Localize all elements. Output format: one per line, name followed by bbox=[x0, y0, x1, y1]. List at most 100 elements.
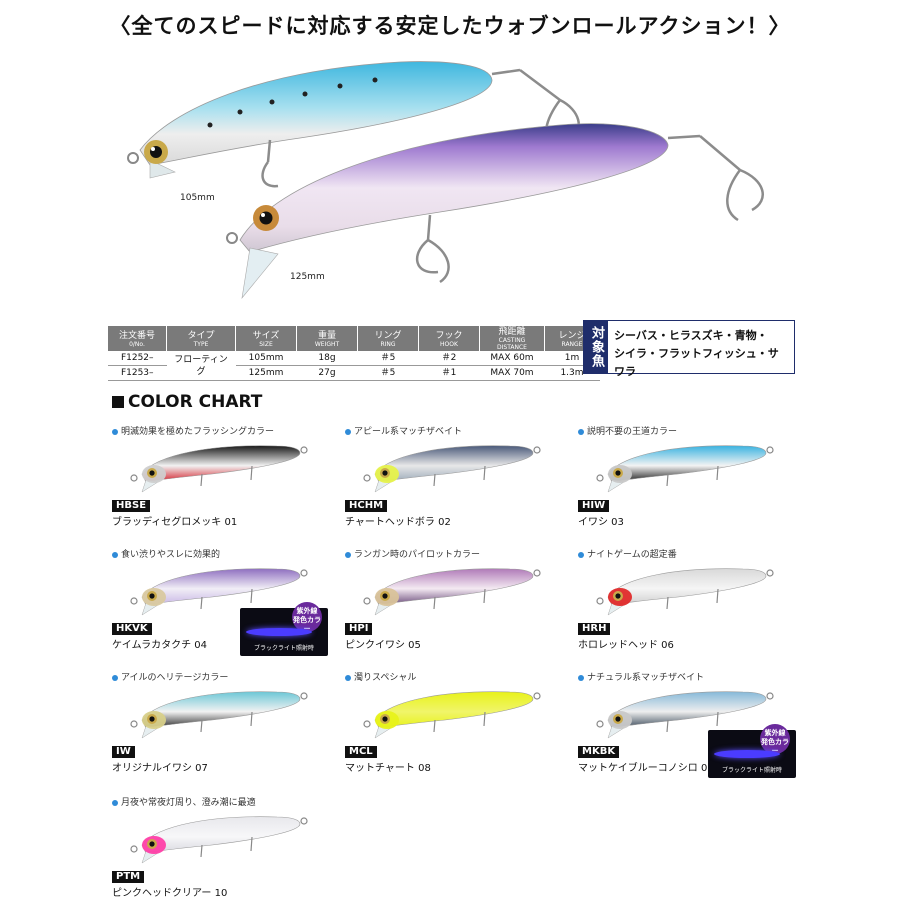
hero-lure-105 bbox=[127, 61, 580, 188]
color-note: 月夜や常夜灯周り、澄み潮に最適 bbox=[112, 795, 256, 808]
color-code-badge: MKBK bbox=[578, 746, 620, 758]
spec-cell-distance: MAX 60m bbox=[479, 351, 545, 366]
bullet-dot-icon bbox=[578, 674, 584, 681]
bullet-dot-icon bbox=[112, 551, 118, 558]
color-note: 濁りスペシャル bbox=[345, 670, 416, 683]
color-code-badge: HIW bbox=[578, 500, 610, 512]
color-code-badge: HCHM bbox=[345, 500, 388, 512]
spec-cell-size: 105mm bbox=[235, 351, 297, 366]
lure-illustration bbox=[130, 691, 308, 739]
color-name: マットケイブルーコノシロ 09 bbox=[578, 763, 714, 774]
color-item-hchm: アピール系マッチザベイト HCHM チャートヘッドボラ 02 bbox=[345, 424, 565, 539]
bullet-dot-icon bbox=[112, 799, 118, 806]
spec-cell-hook: ＃2 bbox=[418, 351, 480, 366]
spec-row: F1253– 125mm 27g ＃5 ＃1 MAX 70m 1.3m bbox=[108, 365, 600, 381]
color-item-hrh: ナイトゲームの超定番 HRH ホロレッドヘッド 06 bbox=[578, 547, 798, 662]
bullet-dot-icon bbox=[112, 428, 118, 435]
spec-cell-order: F1253– bbox=[108, 365, 167, 381]
target-fish-label: 対象魚 bbox=[584, 321, 608, 373]
color-code-badge: HBSE bbox=[112, 500, 151, 512]
color-note: ナチュラル系マッチザベイト bbox=[578, 670, 704, 683]
lure-illustration bbox=[130, 445, 308, 493]
lure-illustration bbox=[596, 568, 774, 616]
lure-illustration bbox=[363, 445, 541, 493]
lure-illustration bbox=[363, 568, 541, 616]
color-code-badge: HKVK bbox=[112, 623, 152, 635]
color-item-hbse: 明滅効果を極めたフラッシングカラー HBSE ブラッディセグロメッキ 01 bbox=[112, 424, 332, 539]
color-name: ピンクイワシ 05 bbox=[345, 640, 421, 651]
color-item-hkvk: 食い渋りやスレに効果的 HKVK ケイムラカタクチ 04 bbox=[112, 547, 332, 662]
color-note: アピール系マッチザベイト bbox=[345, 424, 462, 437]
lure-illustration bbox=[596, 691, 774, 739]
uv-color-badge: 紫外線発色カラー bbox=[292, 602, 322, 633]
color-name: ケイムラカタクチ 04 bbox=[112, 640, 208, 651]
color-name: オリジナルイワシ 07 bbox=[112, 763, 208, 774]
target-fish-line-1: シーバス・ヒラスズキ・青物・ bbox=[614, 329, 768, 342]
square-bullet-icon bbox=[112, 396, 124, 408]
color-code-badge: PTM bbox=[112, 871, 145, 883]
color-name: ブラッディセグロメッキ 01 bbox=[112, 517, 238, 528]
spec-cell-weight: 27g bbox=[296, 365, 358, 381]
target-fish-text: シーバス・ヒラスズキ・青物・ シイラ・フラットフィッシュ・サワラ bbox=[608, 321, 794, 378]
color-name: ホロレッドヘッド 06 bbox=[578, 640, 674, 651]
color-name: ピンクヘッドクリアー 10 bbox=[112, 888, 228, 899]
uv-caption: ブラックライト照射時 bbox=[253, 645, 314, 652]
target-fish-box: 対象魚 シーバス・ヒラスズキ・青物・ シイラ・フラットフィッシュ・サワラ bbox=[583, 320, 795, 378]
hero-size-label-105: 105mm bbox=[180, 193, 215, 203]
spec-cell-type: フローティング bbox=[166, 351, 236, 381]
color-chart-title: COLOR CHART bbox=[128, 392, 263, 412]
color-note: ナイトゲームの超定番 bbox=[578, 547, 677, 560]
spec-cell-size: 125mm bbox=[235, 365, 297, 381]
color-code-badge: HPI bbox=[345, 623, 373, 635]
color-code-badge: IW bbox=[112, 746, 135, 758]
color-item-iw: アイルのヘリテージカラー IW オリジナルイワシ 07 bbox=[112, 670, 332, 785]
hero-lures-illustration bbox=[127, 61, 764, 300]
spec-cell-ring: ＃5 bbox=[357, 351, 419, 366]
color-note: アイルのヘリテージカラー bbox=[112, 670, 228, 683]
spec-row: F1252– フローティング 105mm 18g ＃5 ＃2 MAX 60m 1… bbox=[108, 351, 600, 381]
target-fish-line-2: シイラ・フラットフィッシュ・サワラ bbox=[614, 347, 779, 378]
uv-glow-lure bbox=[714, 750, 780, 758]
lure-illustration bbox=[596, 445, 774, 493]
uv-caption: ブラックライト照射時 bbox=[721, 767, 782, 774]
hero-size-label-125: 125mm bbox=[290, 272, 325, 282]
uv-badge-hkvk: 紫外線発色カラー ブラックライト照射時 bbox=[240, 602, 328, 656]
hero-lure-125 bbox=[226, 123, 764, 300]
uv-badge-mkbk: 紫外線発色カラー ブラックライト照射時 bbox=[708, 724, 796, 778]
color-code-badge: MCL bbox=[345, 746, 377, 758]
color-note: 明滅効果を極めたフラッシングカラー bbox=[112, 424, 274, 437]
color-name: チャートヘッドボラ 02 bbox=[345, 517, 451, 528]
color-item-mcl: 濁りスペシャル MCL マットチャート 08 bbox=[345, 670, 565, 785]
color-name: マットチャート 08 bbox=[345, 763, 431, 774]
bullet-dot-icon bbox=[578, 428, 584, 435]
color-note: 食い渋りやスレに効果的 bbox=[112, 547, 220, 560]
bullet-dot-icon bbox=[345, 428, 351, 435]
color-item-ptm: 月夜や常夜灯周り、澄み潮に最適 PTM ピンクヘッドクリアー 10 bbox=[112, 795, 332, 910]
color-name: イワシ 03 bbox=[578, 517, 624, 528]
bullet-dot-icon bbox=[578, 551, 584, 558]
color-chart-heading: COLOR CHART bbox=[112, 392, 262, 412]
lure-illustration bbox=[130, 568, 308, 616]
spec-cell-order: F1252– bbox=[108, 351, 167, 366]
bullet-dot-icon bbox=[345, 674, 351, 681]
spec-cell-weight: 18g bbox=[296, 351, 358, 366]
lure-illustration bbox=[363, 691, 541, 739]
color-item-mkbk: ナチュラル系マッチザベイト MKBK マットケイブルーコノシロ 09 bbox=[578, 670, 798, 785]
color-code-badge: HRH bbox=[578, 623, 611, 635]
uv-glow-lure bbox=[246, 628, 312, 636]
spec-cell-ring: ＃5 bbox=[357, 365, 419, 381]
spec-cell-distance: MAX 70m bbox=[479, 365, 545, 381]
headline: 〈全てのスピードに対応する安定したウォブンロールアクション！〉 bbox=[109, 14, 791, 38]
bullet-dot-icon bbox=[112, 674, 118, 681]
